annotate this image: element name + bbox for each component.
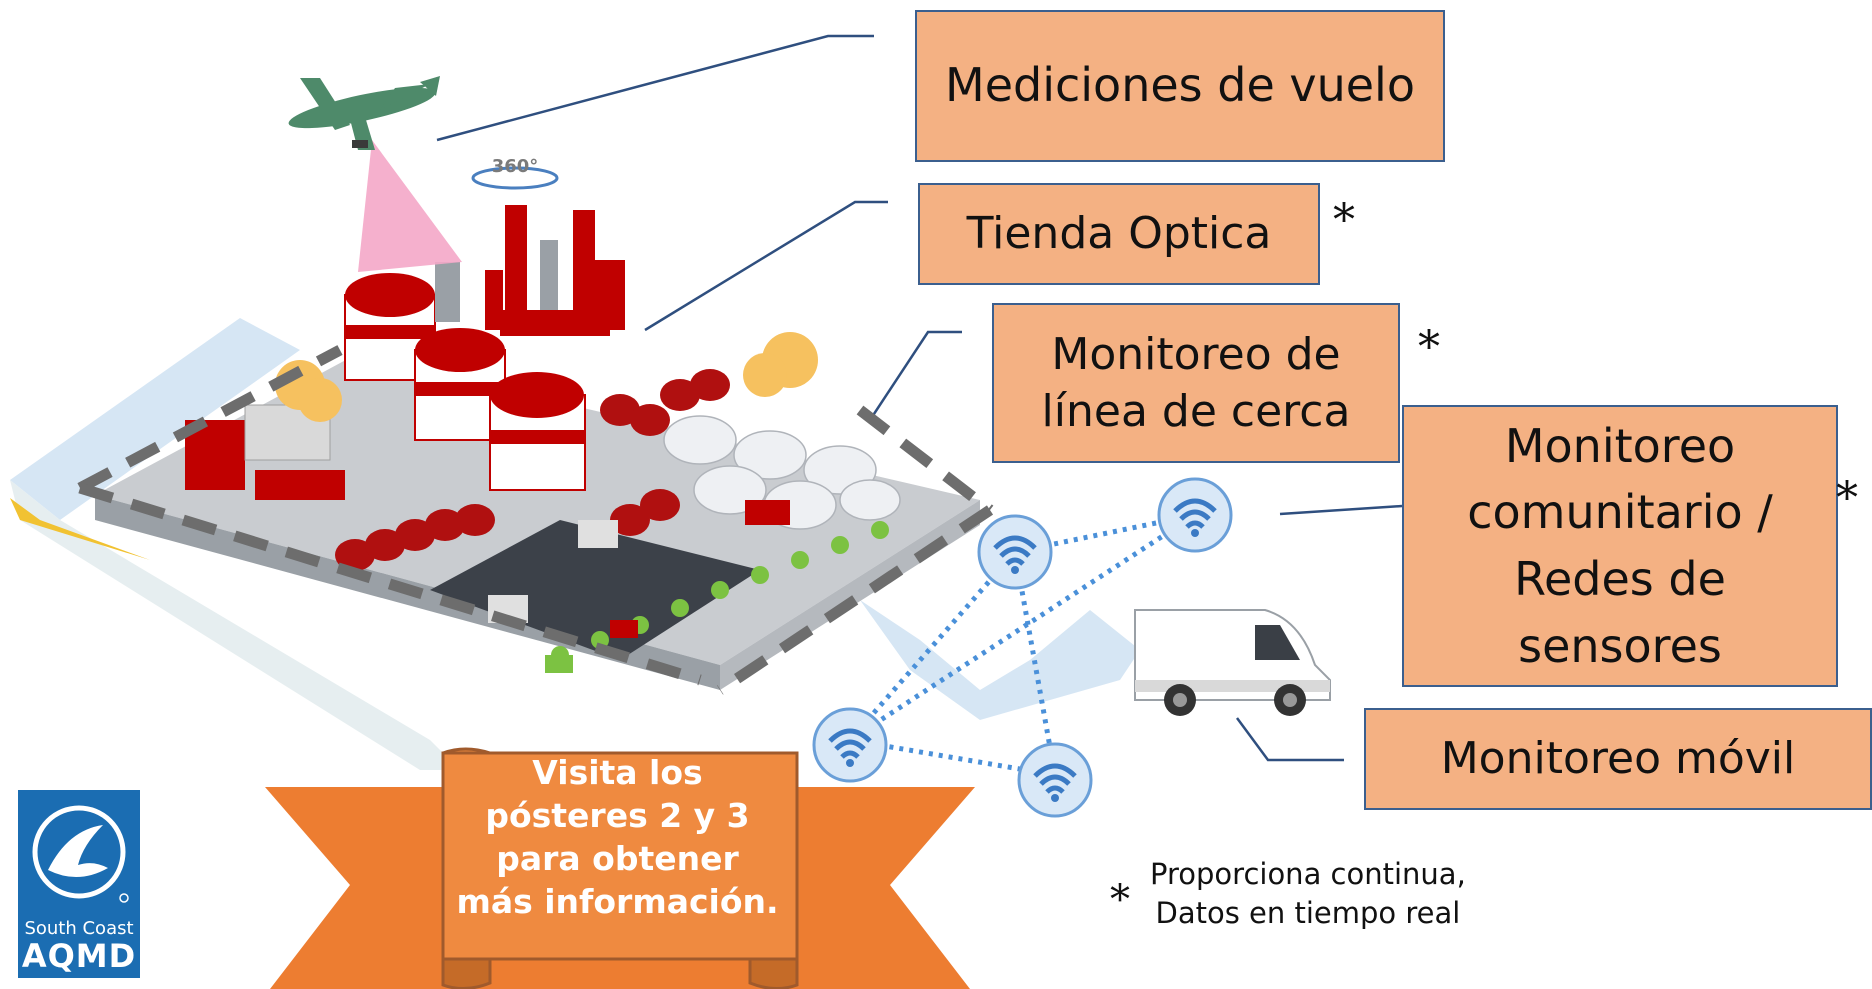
logo-line-1: South Coast [24, 918, 134, 939]
aqmd-emblem-icon [32, 805, 129, 903]
community-monitoring-label: Monitoreo comunitario / Redes de sensore… [1467, 418, 1773, 673]
optical-tent-label: Tienda Optica [966, 208, 1272, 260]
fenceline-asterisk: * [1418, 322, 1440, 373]
leader-lines [436, 34, 1403, 762]
sensor-node-wifi-icon [1157, 477, 1233, 553]
airplane [288, 76, 440, 150]
mobile-monitoring-label: Monitoreo móvil [1440, 733, 1796, 785]
optical-tent-box: Tienda Optica [918, 183, 1320, 285]
poster-banner [265, 747, 975, 989]
logo-line-2: AQMD [21, 937, 137, 975]
south-coast-aqmd-logo: South Coast AQMD [18, 790, 140, 978]
swoosh-top [10, 318, 300, 520]
sensor-node-wifi-icon [977, 514, 1053, 590]
process-towers [485, 205, 625, 336]
fenceline-leader-line [868, 330, 962, 421]
storage-tanks [344, 273, 586, 491]
community-leader-line [1279, 504, 1403, 516]
sensor-node-wifi-icon [812, 707, 888, 783]
swoosh-left [10, 480, 460, 770]
fence-line [77, 345, 994, 695]
mobile-monitoring-box: Monitoreo móvil [1364, 708, 1872, 810]
footnote: * Proporciona continua, Datos en tiempo … [1110, 855, 1466, 933]
fenceline-monitoring-box: Monitoreo de línea de cerca [992, 303, 1400, 463]
rotation-label: 360° [492, 156, 539, 177]
fenceline-monitoring-label: Monitoreo de línea de cerca [1041, 328, 1351, 437]
footnote-asterisk: * [1110, 877, 1130, 923]
flight-leader-line [436, 34, 874, 142]
sensor-node-wifi-icon [1017, 742, 1093, 818]
flight-measurements-box: Mediciones de vuelo [915, 10, 1445, 162]
banner-text: Visita los pósteres 2 y 3 para obtener m… [456, 753, 779, 921]
community-monitoring-box: Monitoreo comunitario / Redes de sensore… [1402, 405, 1838, 687]
swoosh-right [860, 600, 1140, 720]
monitoring-van [1134, 609, 1331, 716]
optical-leader-line [644, 200, 888, 332]
mobile-leader-line [1235, 717, 1344, 762]
footnote-line-1: Proporciona continua, [1150, 857, 1466, 891]
community-asterisk: * [1836, 473, 1858, 524]
footnote-line-2: Datos en tiempo real [1155, 896, 1461, 931]
optical-asterisk: * [1333, 195, 1355, 246]
flight-measurements-label: Mediciones de vuelo [945, 58, 1415, 113]
